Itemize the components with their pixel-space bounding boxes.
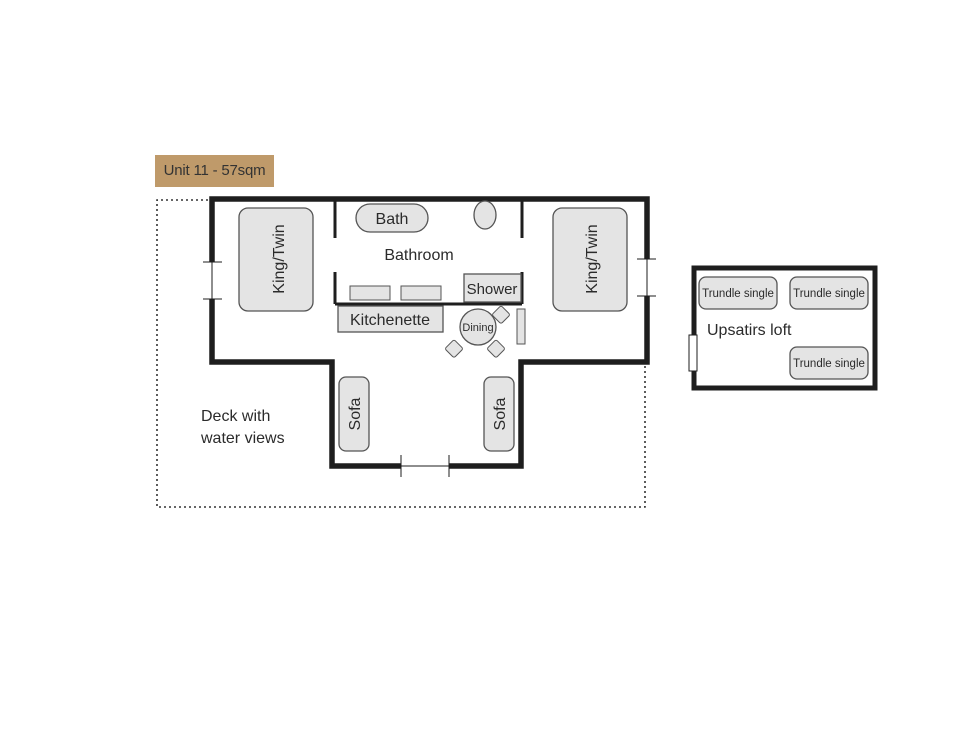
bath-label: Bath [376, 211, 409, 228]
sofa-left-label: Sofa [347, 397, 364, 430]
interior-walls [333, 199, 524, 306]
bathroom-label: Bathroom [384, 247, 453, 264]
trundle-bed-2 [789, 276, 869, 310]
deck-label-line1: Deck with [201, 408, 270, 425]
trundle-3-label: Trundle single [793, 358, 865, 370]
dining-set: Dining [445, 305, 526, 358]
bed-king-twin-right: King/Twin [552, 207, 628, 312]
sofa-right-label: Sofa [492, 397, 509, 430]
loft-label: Upsatirs loft [707, 322, 792, 339]
trundle-1-label: Trundle single [702, 288, 774, 300]
window-right [637, 258, 656, 297]
dining-label: Dining [462, 322, 493, 334]
bathtub: Bath [355, 203, 429, 233]
sofa-right: Sofa [483, 376, 515, 452]
trundle-2-label: Trundle single [793, 288, 865, 300]
deck-label-line2: water views [200, 430, 285, 447]
kitchenette-label: Kitchenette [350, 312, 430, 329]
shower-label: Shower [467, 281, 518, 298]
toilet-icon [473, 200, 497, 230]
vanity-left [349, 285, 391, 301]
sofa-left: Sofa [338, 376, 370, 452]
loft-window [688, 334, 698, 372]
kitchenette: Kitchenette [337, 305, 444, 333]
bed-label-right: King/Twin [584, 224, 601, 293]
loft-plan: Trundle single Trundle single Trundle si… [688, 265, 878, 391]
unit-title-tag: Unit 11 - 57sqm [155, 155, 274, 187]
window-left [203, 261, 222, 300]
bed-label-left: King/Twin [271, 224, 288, 293]
bed-king-twin-left: King/Twin [238, 207, 314, 312]
trundle-bed-1 [698, 276, 778, 310]
shower: Shower [463, 273, 522, 303]
sliding-door [400, 455, 450, 477]
trundle-bed-3 [789, 346, 869, 380]
vanity-right [400, 285, 442, 301]
